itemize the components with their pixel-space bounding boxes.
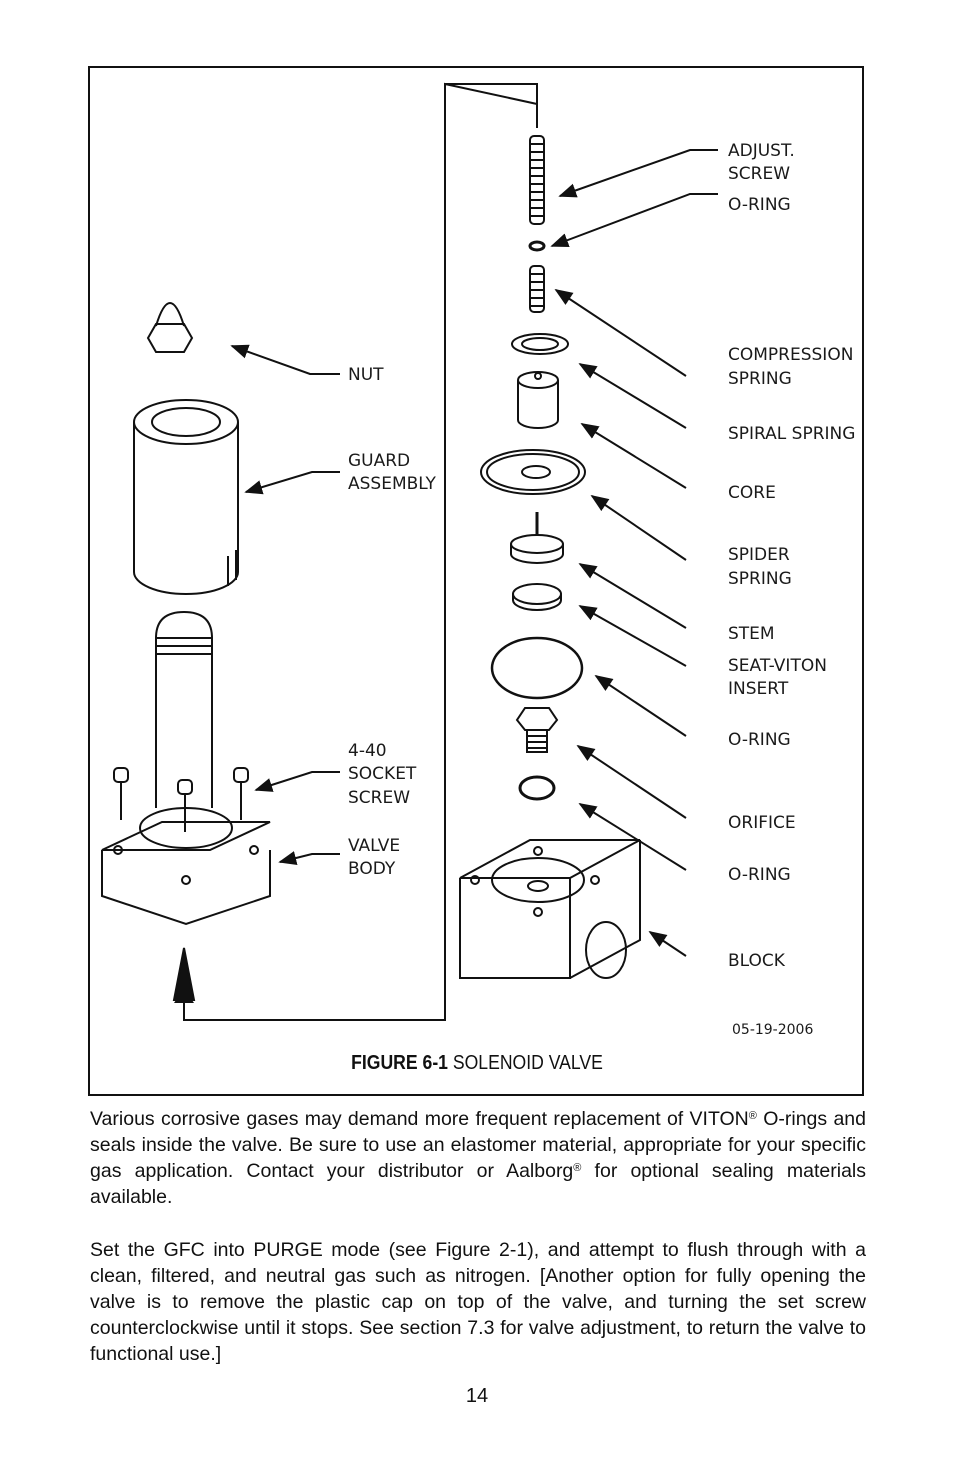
leader-lines: [230, 149, 718, 957]
part-labels: ADJUST. SCREW O-RING COMPRESSION SPRING …: [348, 141, 855, 1038]
svg-text:SOCKET: SOCKET: [348, 764, 417, 784]
adjust-screw-part: [529, 135, 545, 225]
label-guard-2: ASSEMBLY: [348, 474, 436, 494]
label-socket-screw-1: 4-40: [348, 741, 387, 761]
registered-mark-1: ®: [748, 1110, 757, 1122]
socket-screws-part: [113, 767, 249, 832]
svg-text:ASSEMBLY: ASSEMBLY: [348, 474, 436, 494]
svg-text:05-19-2006: 05-19-2006: [732, 1022, 813, 1038]
compression-spring-part: [529, 265, 545, 313]
svg-text:4-40: 4-40: [348, 741, 387, 761]
valve-body-part: [101, 610, 271, 926]
svg-text:O-RING: O-RING: [728, 195, 791, 215]
o-ring-low-part: [518, 775, 556, 801]
label-spider-spring-2: SPRING: [728, 569, 792, 589]
figure-caption: FIGURE 6-1 SOLENOID VALVE: [57, 1052, 897, 1075]
label-o-ring-top: O-RING: [728, 195, 791, 215]
label-adjust-screw-2: SCREW: [728, 164, 790, 184]
label-spider-spring-1: SPIDER: [728, 545, 790, 565]
label-compression-spring-2: SPRING: [728, 369, 792, 389]
paragraph-purge-instructions: Set the GFC into PURGE mode (see Figure …: [90, 1239, 866, 1365]
svg-text:SPIDER: SPIDER: [728, 545, 790, 565]
svg-text:SPIRAL SPRING: SPIRAL SPRING: [728, 424, 855, 444]
svg-text:SPRING: SPRING: [728, 569, 792, 589]
guard-assembly-part: [133, 399, 239, 595]
paragraph-viton-replacement: Various corrosive gases may demand more …: [90, 1106, 866, 1210]
svg-text:SPRING: SPRING: [728, 369, 792, 389]
svg-text:BLOCK: BLOCK: [728, 951, 786, 971]
assembly-path-line: [183, 82, 538, 1021]
label-o-ring-low: O-RING: [728, 865, 791, 885]
block-part: [459, 839, 641, 979]
page-number: 14: [465, 1385, 489, 1407]
figure-6-1-frame: ADJUST. SCREW O-RING COMPRESSION SPRING …: [88, 66, 864, 1096]
figure-number: FIGURE 6-1: [351, 1052, 448, 1074]
paragraph1-text-c: for optional sealing materials available…: [90, 1160, 866, 1208]
spiral-spring-part: [511, 333, 569, 355]
label-guard-1: GUARD: [348, 451, 410, 471]
svg-text:O-RING: O-RING: [728, 730, 791, 750]
label-valve-body-1: VALVE: [348, 836, 400, 856]
o-ring-top-part: [528, 240, 546, 252]
label-socket-screw-3: SCREW: [348, 788, 410, 808]
stem-part: [510, 512, 564, 564]
label-adjust-screw-1: ADJUST.: [728, 141, 795, 161]
paragraph1-text-a: Various corrosive gases may demand more …: [90, 1108, 749, 1130]
svg-text:GUARD: GUARD: [348, 451, 410, 471]
nut-part: [146, 302, 194, 353]
svg-text:SCREW: SCREW: [348, 788, 410, 808]
svg-text:VALVE: VALVE: [348, 836, 400, 856]
label-nut: NUT: [348, 365, 384, 385]
svg-text:BODY: BODY: [348, 859, 396, 879]
solenoid-valve-diagram: ADJUST. SCREW O-RING COMPRESSION SPRING …: [101, 82, 855, 1038]
paragraph1-text-b: O-rings and seals inside the valve. Be s…: [90, 1108, 866, 1182]
label-compression-spring-1: COMPRESSION: [728, 345, 853, 365]
orifice-part: [515, 707, 559, 753]
label-stem: STEM: [728, 624, 775, 644]
label-orifice: ORIFICE: [728, 813, 796, 833]
spider-spring-part: [480, 449, 586, 495]
registered-mark-2: ®: [573, 1162, 582, 1174]
label-seat-viton-1: SEAT-VITON: [728, 656, 827, 676]
label-o-ring-mid: O-RING: [728, 730, 791, 750]
o-ring-mid-part: [490, 636, 584, 700]
label-core: CORE: [728, 483, 776, 503]
svg-text:SEAT-VITON: SEAT-VITON: [728, 656, 827, 676]
assembly-direction-arrow: [172, 947, 196, 1001]
svg-text:NUT: NUT: [348, 365, 384, 385]
label-seat-viton-2: INSERT: [728, 679, 789, 699]
svg-text:COMPRESSION: COMPRESSION: [728, 345, 853, 365]
seat-viton-insert-part: [512, 583, 562, 611]
figure-title: SOLENOID VALVE: [452, 1052, 603, 1074]
label-block: BLOCK: [728, 951, 786, 971]
date-code: 05-19-2006: [732, 1022, 813, 1038]
svg-text:ADJUST.: ADJUST.: [728, 141, 795, 161]
svg-text:STEM: STEM: [728, 624, 775, 644]
svg-text:INSERT: INSERT: [728, 679, 789, 699]
label-valve-body-2: BODY: [348, 859, 396, 879]
svg-text:O-RING: O-RING: [728, 865, 791, 885]
svg-text:CORE: CORE: [728, 483, 776, 503]
svg-text:SCREW: SCREW: [728, 164, 790, 184]
core-part: [517, 371, 559, 429]
label-socket-screw-2: SOCKET: [348, 764, 417, 784]
label-spiral-spring: SPIRAL SPRING: [728, 424, 855, 444]
svg-text:ORIFICE: ORIFICE: [728, 813, 796, 833]
